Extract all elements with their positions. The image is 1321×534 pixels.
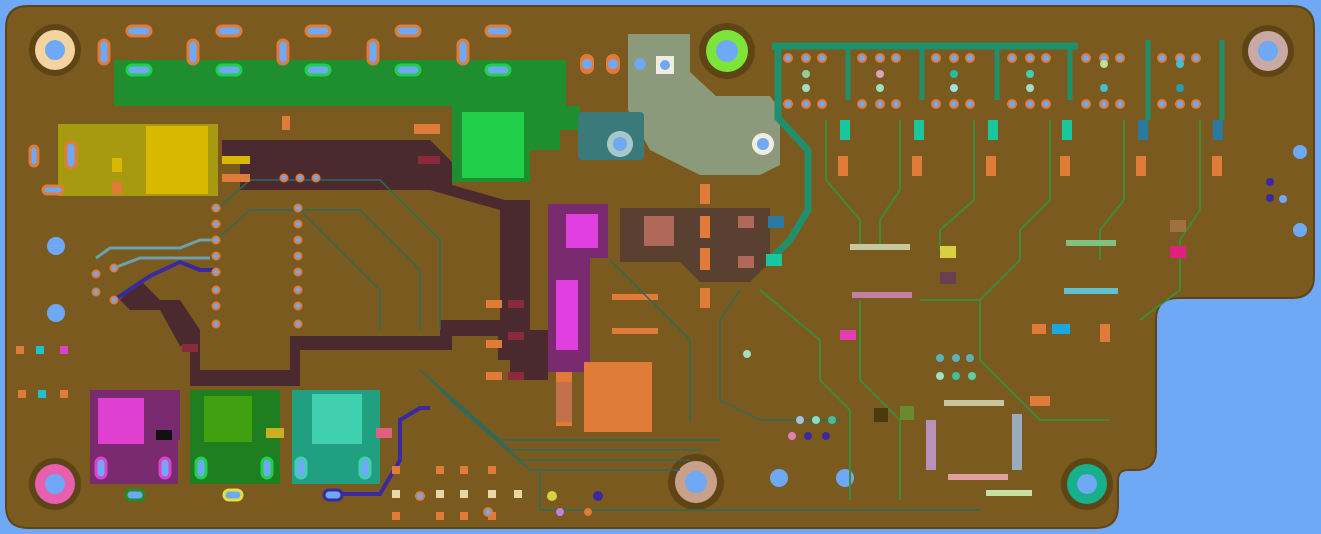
mid-vias: [547, 178, 1274, 516]
right-orange-pads: [700, 156, 1222, 342]
teal-drops: [845, 40, 1225, 120]
mounting-hole-green: [699, 23, 755, 79]
teal-components: [766, 120, 1072, 266]
colored-vias: [802, 60, 1184, 92]
dark-signal-traces: [215, 179, 980, 511]
top-slot-row: [97, 24, 512, 66]
left-slot-small: [28, 144, 40, 168]
bottom-row-pads: [392, 490, 522, 498]
mounting-hole-bottom-left: [29, 458, 81, 510]
blue-components: [768, 120, 1223, 334]
green-slot-row: [125, 63, 512, 77]
left-via-column: [91, 173, 493, 517]
green-pad-large: [462, 112, 524, 178]
yellow-pad: [146, 126, 208, 194]
magenta-pad-top: [566, 214, 598, 248]
magenta-pad-bottom: [556, 280, 578, 350]
blue-grey-traces: [95, 238, 216, 270]
power-trace-maroon: [120, 140, 548, 386]
left-slot-horizontal: [41, 184, 65, 196]
teal-bus-trace: [767, 42, 1078, 263]
bottom-row-orange: [392, 466, 496, 520]
connector-pin-grid: [783, 53, 1201, 109]
mid-pad: [644, 216, 674, 246]
mounting-hole-bottom-right: [1061, 458, 1113, 510]
mounting-hole-top-left: [29, 24, 81, 76]
left-slot: [64, 140, 78, 170]
purple-traces: [112, 259, 430, 496]
ic-pad-arrays: [556, 240, 1118, 496]
mounting-hole-bottom-mid: [668, 454, 724, 510]
mounting-hole-top-right: [1242, 25, 1294, 77]
orange-pad-large: [584, 362, 652, 432]
